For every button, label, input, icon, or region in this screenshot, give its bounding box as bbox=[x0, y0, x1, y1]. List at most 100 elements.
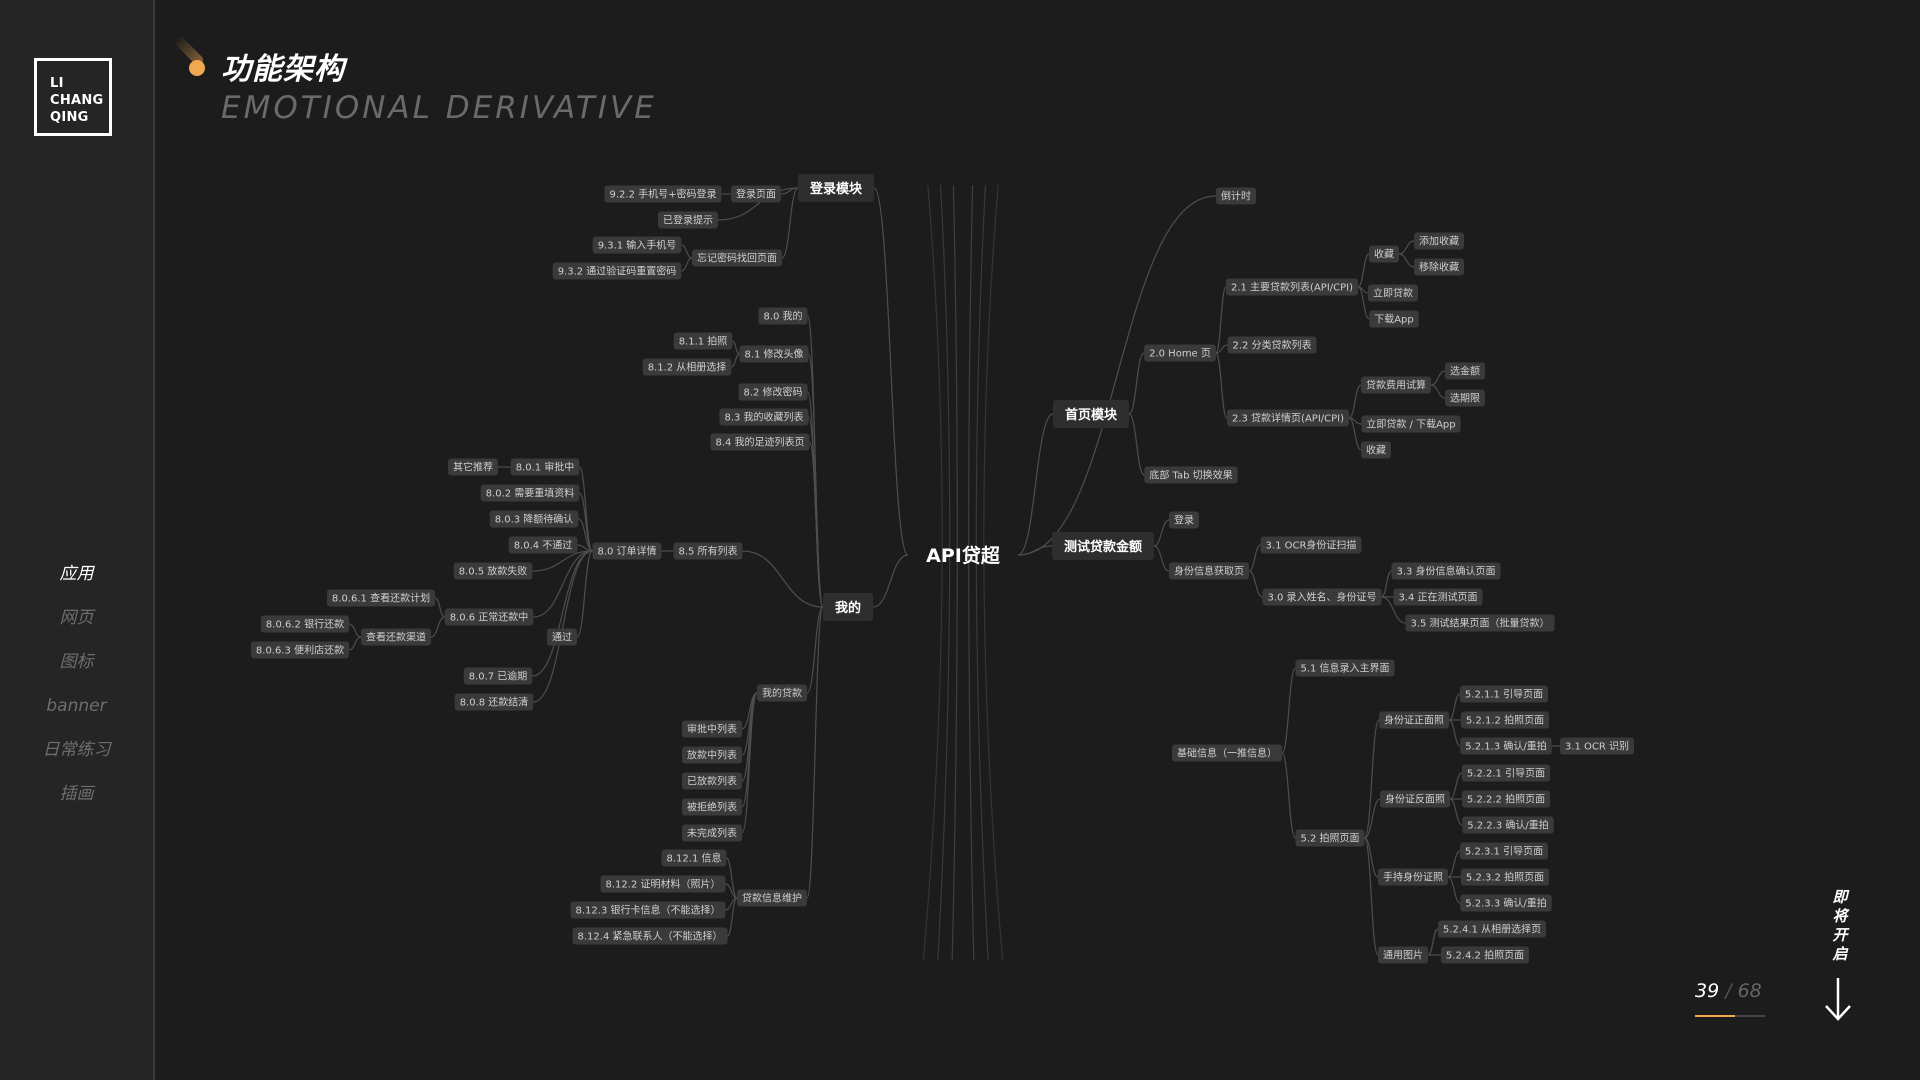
mindmap-node-ocr31[interactable]: 3.1 OCR 识别 bbox=[1559, 737, 1635, 755]
mindmap-node-fav2[interactable]: 收藏 bbox=[1361, 441, 1391, 459]
mindmap-node-list_unfinished[interactable]: 未完成列表 bbox=[682, 824, 742, 842]
mindmap-node-id_get[interactable]: 身份信息获取页 bbox=[1169, 562, 1249, 580]
mindmap-node-add_fav[interactable]: 添加收藏 bbox=[1414, 232, 1464, 250]
mindmap-node-n5242[interactable]: 5.2.4.2 拍照页面 bbox=[1440, 946, 1530, 964]
mindmap-node-n5241[interactable]: 5.2.4.1 从相册选择页 bbox=[1437, 920, 1547, 938]
mindmap-node-n83[interactable]: 8.3 我的收藏列表 bbox=[719, 408, 809, 426]
mindmap-node-logged_tip[interactable]: 已登录提示 bbox=[658, 211, 718, 229]
mindmap-node-fee_calc[interactable]: 贷款费用试算 bbox=[1361, 376, 1431, 394]
nav-item-banner[interactable]: banner bbox=[46, 696, 107, 716]
mindmap-node-n8121[interactable]: 8.12.1 信息 bbox=[661, 849, 727, 867]
mindmap-node-n5221[interactable]: 5.2.2.1 引导页面 bbox=[1461, 764, 1551, 782]
nav-item-web[interactable]: 网页 bbox=[59, 608, 94, 628]
mindmap-node-n931[interactable]: 9.3.1 输入手机号 bbox=[592, 236, 682, 254]
mindmap-node-download[interactable]: 下载App bbox=[1369, 310, 1419, 328]
brand-logo[interactable]: LI CHANG QING bbox=[34, 58, 112, 136]
mindmap-node-common_img[interactable]: 通用图片 bbox=[1378, 946, 1428, 964]
mindmap-node-fav[interactable]: 收藏 bbox=[1369, 245, 1399, 263]
mindmap-node-passed[interactable]: 通过 bbox=[547, 628, 577, 646]
mindmap-node-n808[interactable]: 8.0.8 还款结清 bbox=[454, 693, 534, 711]
mindmap-edge bbox=[1427, 928, 1439, 956]
mindmap-node-n801[interactable]: 8.0.1 审批中 bbox=[510, 458, 580, 476]
mindmap-node-n82[interactable]: 8.2 修改密码 bbox=[738, 383, 808, 401]
mindmap-node-n84[interactable]: 8.4 我的足迹列表页 bbox=[710, 433, 810, 451]
mindmap-node-n5212[interactable]: 5.2.1.2 拍照页面 bbox=[1460, 711, 1550, 729]
mindmap-node-basic[interactable]: 基础信息（一推信息） bbox=[1172, 744, 1282, 762]
mindmap-node-label: 添加收藏 bbox=[1419, 235, 1459, 248]
mindmap-node-other_rec[interactable]: 其它推荐 bbox=[448, 458, 498, 476]
mindmap-node-n804[interactable]: 8.0.4 不通过 bbox=[508, 536, 578, 554]
mindmap-node-n31[interactable]: 3.1 OCR身份证扫描 bbox=[1260, 536, 1362, 554]
mindmap-node-n51[interactable]: 5.1 信息录入主界面 bbox=[1295, 659, 1395, 677]
mindmap-node-list_rejected[interactable]: 被拒绝列表 bbox=[682, 798, 742, 816]
mindmap-node-n8124[interactable]: 8.12.4 紧急联系人（不能选择） bbox=[572, 927, 728, 945]
mindmap-node-n80order[interactable]: 8.0 订单详情 bbox=[592, 542, 662, 560]
mindmap-node-test_module[interactable]: 测试贷款金额 bbox=[1051, 532, 1155, 560]
mindmap-node-n5232[interactable]: 5.2.3.2 拍照页面 bbox=[1460, 868, 1550, 886]
nav-item-illustration[interactable]: 插画 bbox=[59, 784, 94, 804]
mindmap-node-n80mine[interactable]: 8.0 我的 bbox=[758, 307, 808, 325]
mindmap-node-n8123[interactable]: 8.12.3 银行卡信息（不能选择） bbox=[570, 901, 726, 919]
mindmap-node-n806[interactable]: 8.0.6 正常还款中 bbox=[444, 608, 534, 626]
mindmap-node-n803[interactable]: 8.0.3 降额待确认 bbox=[489, 510, 579, 528]
mindmap-node-n21[interactable]: 2.1 主要贷款列表(API/CPI) bbox=[1225, 278, 1359, 296]
mindmap-node-n30[interactable]: 3.0 录入姓名、身份证号 bbox=[1262, 588, 1382, 606]
mindmap-node-n807[interactable]: 8.0.7 已逾期 bbox=[463, 667, 533, 685]
mindmap-node-n5213[interactable]: 5.2.1.3 确认/重拍 bbox=[1460, 737, 1552, 755]
mindmap-node-n5231[interactable]: 5.2.3.1 引导页面 bbox=[1459, 842, 1549, 860]
mindmap-node-box bbox=[444, 608, 534, 626]
mindmap-node-view_repay[interactable]: 查看还款渠道 bbox=[361, 628, 431, 646]
mindmap-node-n811[interactable]: 8.1.1 拍照 bbox=[673, 332, 733, 350]
mindmap-node-home_module[interactable]: 首页模块 bbox=[1052, 400, 1130, 428]
mindmap-node-root[interactable]: API贷超 bbox=[926, 544, 1001, 567]
mindmap-node-n33[interactable]: 3.3 身份信息确认页面 bbox=[1391, 562, 1501, 580]
mindmap-node-apply_dl[interactable]: 立即贷款 / 下载App bbox=[1361, 415, 1461, 433]
mindmap-node-id_front[interactable]: 身份证正面照 bbox=[1379, 711, 1449, 729]
nav-item-icons[interactable]: 图标 bbox=[59, 652, 94, 672]
mindmap-node-login[interactable]: 登录模块 bbox=[797, 174, 875, 202]
mindmap-node-login_page[interactable]: 登录页面 bbox=[731, 185, 781, 203]
mindmap-node-hold_id[interactable]: 手持身份证照 bbox=[1378, 868, 1448, 886]
mindmap-node-n812[interactable]: 8.1.2 从相册选择 bbox=[642, 358, 732, 376]
mindmap-node-n805[interactable]: 8.0.5 放款失败 bbox=[453, 562, 533, 580]
mindmap-node-n23[interactable]: 2.3 贷款详情页(API/CPI) bbox=[1226, 409, 1350, 427]
mindmap-node-n8061[interactable]: 8.0.6.1 查看还款计划 bbox=[326, 589, 436, 607]
mindmap-node-n35[interactable]: 3.5 测试结果页面（批量贷款） bbox=[1405, 614, 1555, 632]
mindmap-node-n8062[interactable]: 8.0.6.2 银行还款 bbox=[260, 615, 350, 633]
nav-item-apps[interactable]: 应用 bbox=[59, 564, 94, 584]
mindmap-node-n52[interactable]: 5.2 拍照页面 bbox=[1295, 829, 1365, 847]
mindmap-node-login2[interactable]: 登录 bbox=[1169, 511, 1199, 529]
mindmap-node-bottom_tab[interactable]: 底部 Tab 切换效果 bbox=[1144, 466, 1238, 484]
arrow-down-icon[interactable] bbox=[1823, 976, 1853, 1022]
mindmap-node-forgot[interactable]: 忘记密码找回页面 bbox=[692, 249, 782, 267]
mindmap-node-n81[interactable]: 8.1 修改头像 bbox=[739, 345, 809, 363]
mindmap-node-countdown[interactable]: 倒计时 bbox=[1216, 187, 1256, 205]
mindmap-node-list_audit[interactable]: 审批中列表 bbox=[682, 720, 742, 738]
mindmap-node-n20home[interactable]: 2.0 Home 页 bbox=[1144, 344, 1216, 362]
mindmap-node-my_loan[interactable]: 我的贷款 bbox=[757, 684, 807, 702]
mindmap-node-loan_info[interactable]: 贷款信息维护 bbox=[737, 889, 807, 907]
mindmap-node-list_lent[interactable]: 已放款列表 bbox=[682, 772, 742, 790]
mindmap-node-n5222[interactable]: 5.2.2.2 拍照页面 bbox=[1461, 790, 1551, 808]
mindmap-node-n922[interactable]: 9.2.2 手机号+密码登录 bbox=[604, 185, 722, 203]
mindmap-node-n85[interactable]: 8.5 所有列表 bbox=[673, 542, 743, 560]
mindmap-node-pick_amount[interactable]: 选金额 bbox=[1445, 362, 1485, 380]
mindmap-node-n5223[interactable]: 5.2.2.3 确认/重拍 bbox=[1462, 816, 1554, 834]
mindmap-node-n22[interactable]: 2.2 分类贷款列表 bbox=[1227, 336, 1317, 354]
mindmap-node-n932[interactable]: 9.3.2 通过验证码重置密码 bbox=[552, 262, 682, 280]
nav-item-daily-practice[interactable]: 日常练习 bbox=[42, 740, 111, 760]
mindmap-node-n5211[interactable]: 5.2.1.1 引导页面 bbox=[1459, 685, 1549, 703]
mindmap-node-n802[interactable]: 8.0.2 需要重填资料 bbox=[480, 484, 580, 502]
mindmap-node-n8122[interactable]: 8.12.2 证明材料（照片） bbox=[600, 875, 726, 893]
logo-line: LI bbox=[50, 76, 64, 91]
mindmap-node-apply_now[interactable]: 立即贷款 bbox=[1368, 284, 1418, 302]
mindmap-node-pick_term[interactable]: 选期限 bbox=[1445, 389, 1485, 407]
mindmap-node-label: 8.2 修改密码 bbox=[743, 386, 802, 399]
mindmap-node-remove_fav[interactable]: 移除收藏 bbox=[1414, 258, 1464, 276]
mindmap-node-list_lending[interactable]: 放款中列表 bbox=[682, 746, 742, 764]
mindmap-node-n5233[interactable]: 5.2.3.3 确认/重拍 bbox=[1460, 894, 1552, 912]
mindmap-node-id_back[interactable]: 身份证反面照 bbox=[1380, 790, 1450, 808]
mindmap-node-mine[interactable]: 我的 bbox=[822, 593, 874, 621]
mindmap-node-n34[interactable]: 3.4 正在测试页面 bbox=[1393, 588, 1483, 606]
mindmap-node-n8063[interactable]: 8.0.6.3 便利店还款 bbox=[250, 641, 350, 659]
